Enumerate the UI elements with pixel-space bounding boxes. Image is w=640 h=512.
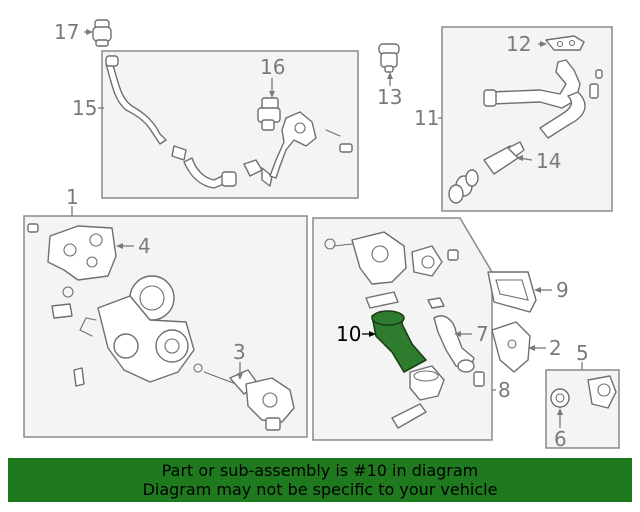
callout-4: 4 [138, 234, 151, 258]
part-7-hose [433, 315, 475, 373]
part-5-outlet [587, 375, 617, 409]
callout-2: 2 [549, 336, 562, 360]
callout-labels: 17 15 16 13 12 11 14 1 4 3 9 7 2 8 5 6 1… [54, 20, 589, 451]
callout-11: 11 [414, 106, 439, 130]
part-16-sensor [257, 97, 281, 131]
callout-9: 9 [556, 278, 569, 302]
part-10-coolant-hose[interactable] [371, 310, 427, 373]
callout-17: 17 [54, 20, 79, 44]
callout-8: 8 [498, 378, 511, 402]
callout-14: 14 [536, 149, 561, 173]
callout-12: 12 [506, 32, 531, 56]
callout-3: 3 [233, 340, 246, 364]
part-4-heat-shield [27, 223, 117, 281]
part-6-seal [550, 388, 570, 408]
part-1-turbocharger [51, 275, 195, 387]
banner-line-disclaimer: Diagram may not be specific to your vehi… [142, 480, 498, 499]
callout-16: 16 [260, 55, 285, 79]
part-12-bracket [545, 35, 585, 51]
part-17-cap [92, 19, 112, 47]
callout-5: 5 [576, 341, 589, 365]
part-2-shield [491, 321, 531, 373]
callout-6: 6 [554, 427, 567, 451]
info-banner: Part or sub-assembly is #10 in diagram D… [8, 458, 632, 502]
part-13-cap [378, 43, 400, 73]
part-15-hoses [105, 55, 353, 189]
part-9-gasket [487, 271, 537, 313]
callout-7: 7 [476, 322, 489, 346]
callout-15: 15 [72, 96, 97, 120]
part-3-actuator [193, 363, 295, 431]
callout-10[interactable]: 10 [336, 322, 361, 346]
banner-line-part: Part or sub-assembly is #10 in diagram [161, 461, 479, 480]
callout-1: 1 [66, 185, 79, 209]
callout-leaders [71, 29, 583, 428]
part-8-housing [324, 231, 485, 429]
part-14-sensor [448, 141, 525, 204]
part-11-pipe [483, 59, 603, 139]
callout-13: 13 [377, 85, 402, 109]
